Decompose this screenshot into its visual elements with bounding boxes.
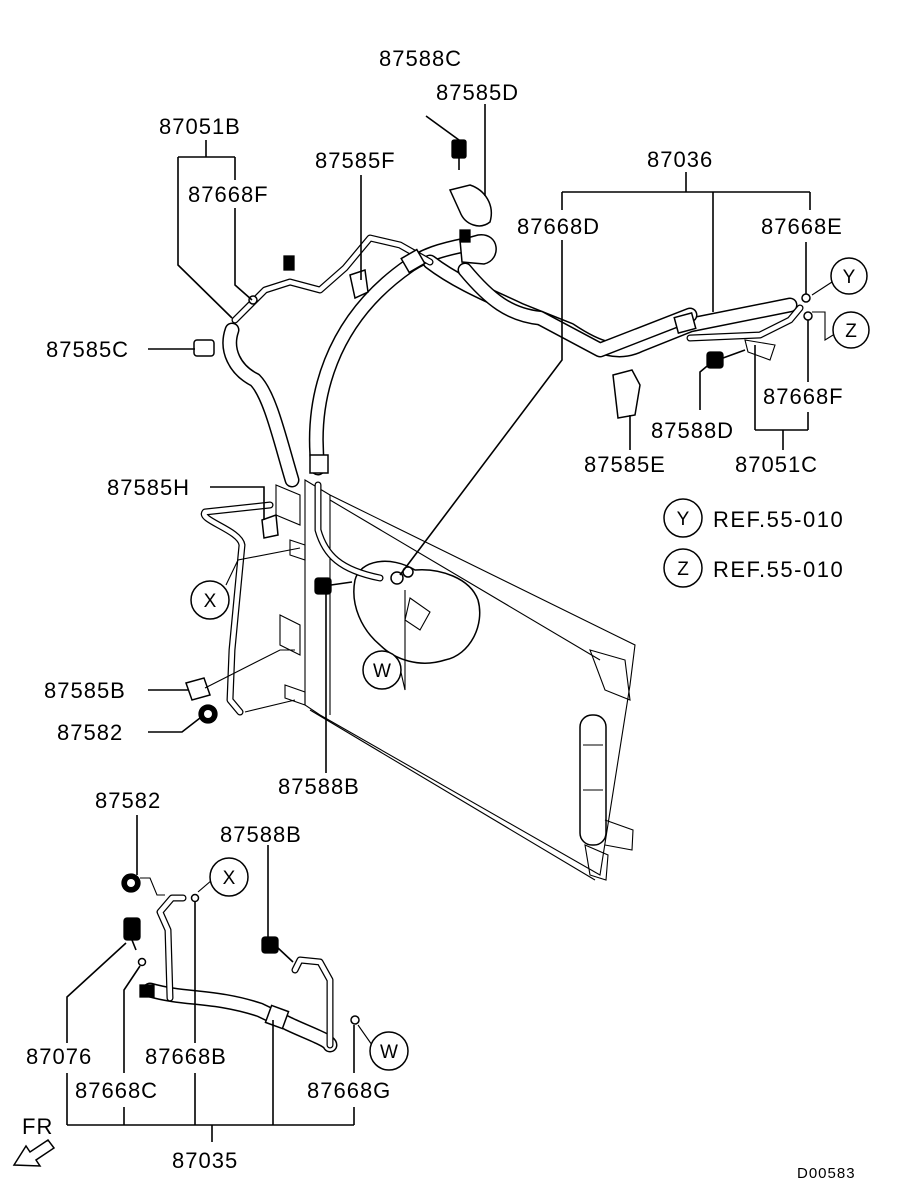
part-label-87668G: 87668G: [307, 1078, 391, 1103]
part-label-87585D: 87585D: [436, 80, 519, 105]
callout-letter: Y: [677, 509, 690, 530]
callout-letter: W: [373, 661, 391, 682]
bolt-icon: [451, 139, 467, 170]
clamp-icon: [448, 184, 492, 227]
part-label-87051C: 87051C: [735, 452, 818, 477]
callout-W-lower: W: [369, 1031, 409, 1071]
part-label-87588D: 87588D: [651, 418, 734, 443]
front-label: FR: [22, 1114, 53, 1139]
part-label-87585H: 87585H: [107, 475, 190, 500]
part-label-87668F-right: 87668F: [763, 384, 844, 409]
part-label-87051B: 87051B: [159, 114, 241, 139]
reference-legend-Y: Y REF.55-010: [663, 498, 844, 538]
bracket-icon: [612, 369, 641, 419]
callout-Z-upper: Z: [832, 311, 870, 349]
reference-text: REF.55-010: [713, 507, 844, 532]
front-arrow-icon: [12, 1138, 56, 1167]
callout-letter: X: [204, 591, 217, 612]
bolt-icon: [261, 936, 294, 963]
part-label-87582-mid: 87582: [57, 720, 123, 745]
callout-letter: X: [223, 868, 236, 889]
part-label-87035: 87035: [172, 1148, 238, 1173]
callout-W-upper: W: [362, 650, 402, 690]
part-label-87588B-mid: 87588B: [278, 774, 360, 799]
condenser-assembly: [275, 479, 636, 881]
callout-letter: Y: [843, 267, 856, 288]
part-label-87668D: 87668D: [517, 214, 600, 239]
part-label-87585F: 87585F: [315, 148, 396, 173]
part-label-87582-low: 87582: [95, 788, 161, 813]
bolt-icon: [706, 349, 746, 369]
front-indicator: FR: [12, 1114, 56, 1167]
callout-Y-upper: Y: [830, 257, 868, 295]
callout-X-upper: X: [190, 580, 230, 620]
figure-code: D00583: [797, 1165, 856, 1182]
part-label-87668C: 87668C: [75, 1078, 158, 1103]
part-label-87076: 87076: [26, 1044, 92, 1069]
part-label-87668F-top: 87668F: [188, 182, 269, 207]
part-label-87668E: 87668E: [761, 214, 843, 239]
reference-text: REF.55-010: [713, 557, 844, 582]
part-label-87585C: 87585C: [46, 337, 129, 362]
part-label-87588B-low: 87588B: [220, 822, 302, 847]
lower-detail-87035: [121, 873, 360, 1053]
part-label-87588C: 87588C: [379, 46, 462, 71]
reference-legend-Z: Z REF.55-010: [663, 548, 844, 588]
upper-piping: [200, 234, 804, 716]
bolt-icon: [314, 577, 353, 595]
clip-icon: [193, 339, 215, 357]
part-labels: 87588C 87585D 87051B 87668F 87585F 87036…: [26, 46, 844, 1173]
pressure-switch-icon: [123, 917, 141, 951]
part-label-87668B: 87668B: [145, 1044, 227, 1069]
clip-icon: [349, 269, 369, 300]
part-label-87585E: 87585E: [584, 452, 666, 477]
callout-letter: Z: [677, 559, 689, 580]
leader-lines: [66, 104, 839, 1142]
part-label-87036: 87036: [647, 147, 713, 172]
callout-X-lower: X: [209, 857, 249, 897]
part-label-87585B: 87585B: [44, 678, 126, 703]
upper-small-parts: [185, 139, 813, 724]
clip-icon: [185, 677, 211, 701]
callout-letter: W: [380, 1042, 398, 1063]
bracket-icon: [261, 513, 279, 539]
callout-letter: Z: [845, 321, 857, 342]
